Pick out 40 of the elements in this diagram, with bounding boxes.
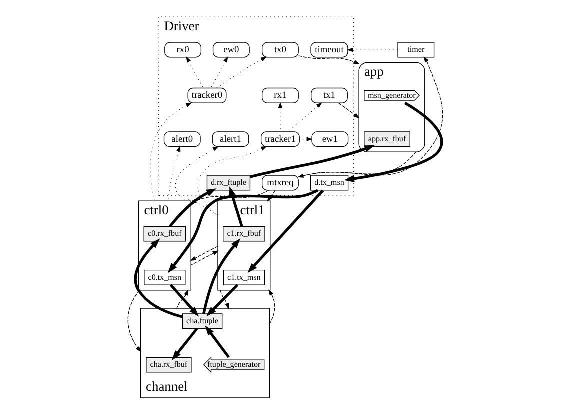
node-box: tracker1	[260, 131, 300, 147]
arrow	[168, 145, 181, 201]
node-box: mtxreq	[262, 174, 299, 190]
arrow	[347, 47, 398, 52]
arrow	[278, 102, 283, 132]
arrow	[198, 146, 268, 216]
arrow	[186, 56, 204, 88]
node-box: rx1	[262, 87, 299, 103]
node-box: tracker0	[188, 87, 227, 103]
arrow	[248, 189, 324, 273]
arrow	[338, 102, 360, 118]
arrow	[210, 56, 228, 88]
arrow	[229, 186, 244, 226]
node-box: rx0	[164, 42, 202, 58]
arrow	[220, 290, 230, 310]
node-box: tx1	[311, 87, 348, 103]
arrow	[206, 284, 238, 316]
node-box: alert0	[164, 131, 201, 147]
node-box: ew1	[312, 131, 349, 147]
arrow	[190, 250, 219, 266]
arrow	[344, 102, 444, 182]
arrow	[216, 56, 268, 88]
arrow	[168, 188, 319, 273]
arrow	[176, 289, 188, 308]
node-box: alert1	[212, 131, 250, 147]
arrow	[288, 102, 322, 132]
arrow	[268, 289, 276, 324]
arrow	[150, 102, 192, 201]
arrow	[175, 146, 219, 215]
node-box: ew0	[212, 42, 250, 58]
arrow	[190, 246, 218, 261]
arrow	[172, 328, 198, 360]
arrow	[170, 284, 200, 316]
node-box: timeout	[310, 42, 348, 58]
arrow	[298, 55, 360, 64]
arrow	[128, 290, 142, 352]
arrow	[134, 238, 183, 318]
arrow	[205, 325, 230, 358]
node-box: tx0	[262, 42, 299, 58]
arrow	[202, 238, 241, 314]
